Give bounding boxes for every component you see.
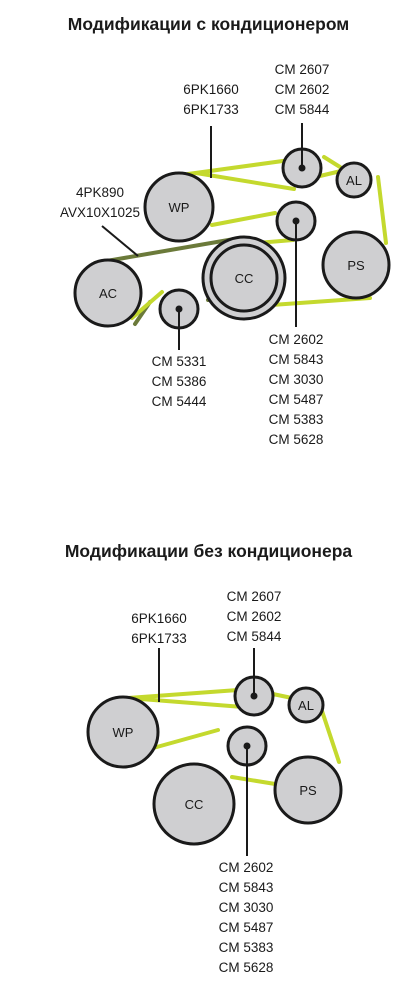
- svg-text:PS: PS: [299, 783, 317, 798]
- svg-text:CC: CC: [185, 797, 204, 812]
- pulley-cc: CC: [201, 235, 287, 321]
- belt-diagram-with-ac: WP AC CC AL PS: [73, 123, 391, 350]
- label-lower-idler-with-ac: CM 2602 CM 5843 CM 3030 CM 5487 CM 5383 …: [268, 332, 324, 447]
- label-main-belt-without-ac: 6PK1660 6PK1733: [131, 611, 187, 646]
- svg-text:AL: AL: [346, 173, 362, 188]
- pulley-ac: AC: [73, 258, 143, 328]
- pulley-al: AL: [335, 161, 373, 199]
- main-belt-2: [126, 691, 341, 790]
- section-title-without-ac: Модификации без кондиционера: [64, 541, 353, 561]
- label-upper-tensioner-with-ac: CM 2607 CM 2602 CM 5844: [274, 62, 330, 117]
- pulley-wp: WP: [143, 171, 215, 243]
- svg-text:WP: WP: [113, 725, 134, 740]
- label-upper-tensioner-without-ac: CM 2607 CM 2602 CM 5844: [226, 589, 282, 644]
- ac-belt-lower: [130, 290, 164, 320]
- svg-text:AL: AL: [298, 698, 314, 713]
- belt-diagram-without-ac: WP CC AL PS: [86, 648, 343, 856]
- pulley-ps-2: PS: [273, 755, 343, 825]
- leader-ac-belt: [101, 225, 139, 257]
- svg-text:AC: AC: [99, 286, 117, 301]
- label-ac-belt: 4PK890 AVX10X1025: [59, 185, 141, 220]
- pulley-wp-2: WP: [86, 695, 160, 769]
- pulley-ps: PS: [321, 230, 391, 300]
- main-belt-wp-top: [186, 158, 292, 176]
- label-lower-idler-without-ac: CM 2602 CM 5843 CM 3030 CM 5487 CM 5383 …: [218, 860, 274, 975]
- pulley-al-2: AL: [287, 686, 325, 724]
- label-main-belt-with-ac: 6PK1660 6PK1733: [183, 82, 239, 117]
- section-title-with-ac: Модификации с кондиционером: [67, 14, 350, 34]
- label-ac-idler: CM 5331 CM 5386 CM 5444: [151, 354, 207, 409]
- pulley-cc-2: CC: [152, 762, 236, 846]
- svg-text:PS: PS: [347, 258, 365, 273]
- svg-text:WP: WP: [169, 200, 190, 215]
- main-belt-2-top: [126, 688, 240, 700]
- svg-text:CC: CC: [235, 271, 254, 286]
